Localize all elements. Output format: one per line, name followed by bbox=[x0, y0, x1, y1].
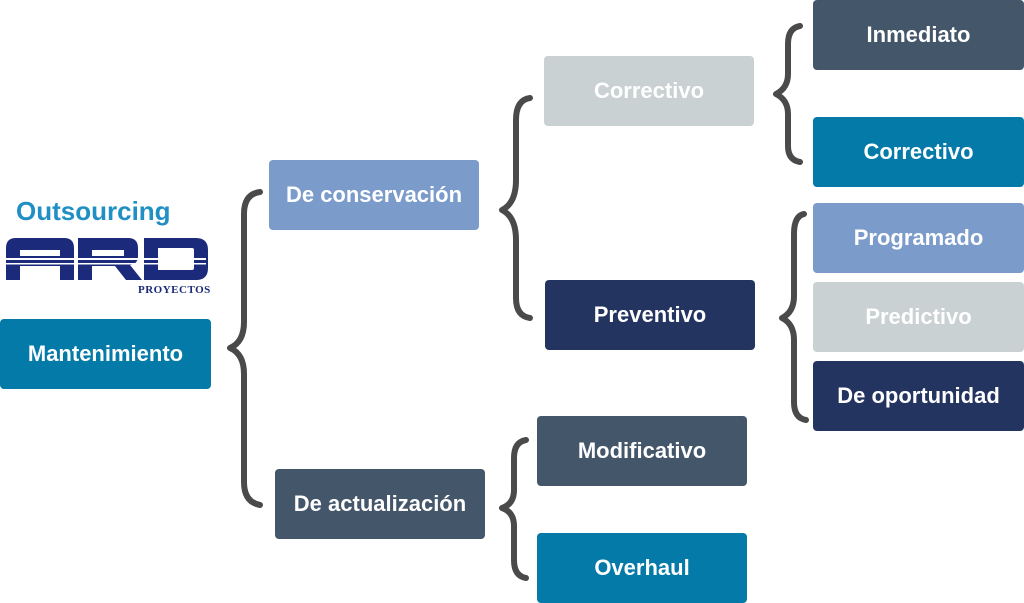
node-preventivo: Preventivo bbox=[545, 280, 755, 350]
node-de-actualizacion: De actualización bbox=[275, 469, 485, 539]
bracket-actualizacion bbox=[499, 437, 529, 581]
node-inmediato: Inmediato bbox=[813, 0, 1024, 70]
node-correctivo: Correctivo bbox=[544, 56, 754, 126]
bracket-root bbox=[227, 189, 263, 508]
logo-title: Outsourcing bbox=[16, 196, 171, 226]
node-overhaul: Overhaul bbox=[537, 533, 747, 603]
node-mantenimiento: Mantenimiento bbox=[0, 319, 211, 389]
bracket-preventivo bbox=[779, 211, 809, 423]
node-modificativo: Modificativo bbox=[537, 416, 747, 486]
ard-logo: Outsourcing PROYECTOS bbox=[4, 196, 214, 304]
node-correctivo-child: Correctivo bbox=[813, 117, 1024, 187]
node-de-conservacion: De conservación bbox=[269, 160, 479, 230]
node-programado: Programado bbox=[813, 203, 1024, 273]
node-predictivo: Predictivo bbox=[813, 282, 1024, 352]
logo-subtitle: PROYECTOS bbox=[138, 284, 211, 296]
ard-wordmark bbox=[6, 238, 208, 280]
bracket-conservacion bbox=[499, 95, 533, 321]
node-de-oportunidad: De oportunidad bbox=[813, 361, 1024, 431]
bracket-correctivo bbox=[773, 23, 803, 165]
